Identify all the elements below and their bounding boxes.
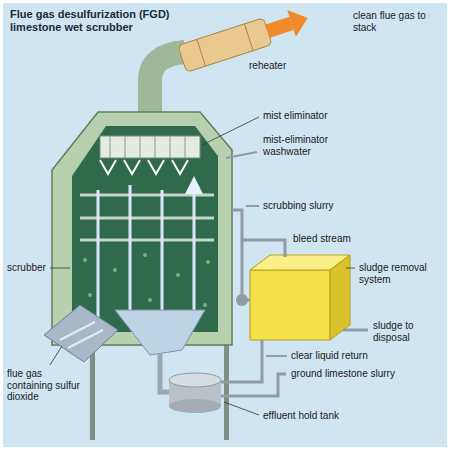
scrubber-interior (72, 126, 218, 332)
sludge-box-front (250, 270, 330, 340)
chevron-blades (100, 160, 188, 174)
part-label: scrubber (6, 262, 50, 274)
part-label: sludge removal system (358, 262, 440, 285)
part-label: reheater (248, 60, 308, 72)
leader-line (202, 117, 259, 145)
droplet (88, 293, 92, 297)
slurry-pipe (232, 210, 250, 300)
droplet (203, 303, 207, 307)
leader-line (50, 346, 62, 365)
gas-arrow-head (287, 5, 312, 37)
inlet-duct (44, 305, 118, 362)
diagram-title: Flue gas desulfurization (FGD) limestone… (10, 8, 185, 34)
drain-pipe (160, 354, 169, 392)
droplet (143, 253, 147, 257)
return-pipe (221, 340, 262, 382)
panel (3, 3, 447, 447)
reheater-ring (244, 24, 253, 51)
outlet-duct (150, 52, 185, 115)
droplet (148, 298, 152, 302)
tank-top (169, 373, 221, 387)
droplets (83, 253, 210, 307)
grid-lines (110, 136, 185, 158)
support-leg (224, 340, 229, 440)
reheater-ring (197, 39, 206, 66)
part-label: mist eliminator (262, 110, 352, 122)
part-label: effluent hold tank (262, 410, 362, 422)
droplet (83, 258, 87, 262)
leader-line (224, 402, 259, 415)
part-label: ground limestone slurry (290, 368, 400, 380)
part-label: mist-eliminator washwater (262, 134, 347, 157)
part-label: sludge to disposal (372, 320, 442, 343)
washwater-pipe (226, 152, 257, 158)
hopper (115, 310, 205, 355)
gas-flow-arrows (98, 185, 194, 325)
bleed-pipe (242, 240, 285, 257)
gas-arrow (266, 17, 294, 38)
part-label: flue gas containing sulfur dioxide (6, 368, 84, 403)
part-label: scrubbing slurry (262, 200, 352, 212)
reheater-group (178, 5, 312, 72)
tank-bottom (169, 399, 221, 413)
inlet-flow (60, 322, 103, 348)
droplet (206, 260, 210, 264)
droplet (113, 268, 117, 272)
pump (236, 294, 248, 306)
leader-line (246, 206, 259, 207)
part-label: clear liquid return (290, 350, 376, 362)
mist-eliminator-grid (100, 136, 200, 158)
limestone-pipe (221, 374, 286, 396)
part-label: bleed stream (292, 233, 372, 245)
disposal-pipe (343, 329, 368, 332)
leader-line (49, 268, 70, 269)
droplet (176, 273, 180, 277)
part-label: clean flue gas to stack (352, 10, 442, 33)
leader-line (266, 356, 287, 357)
leader-line (346, 268, 355, 269)
